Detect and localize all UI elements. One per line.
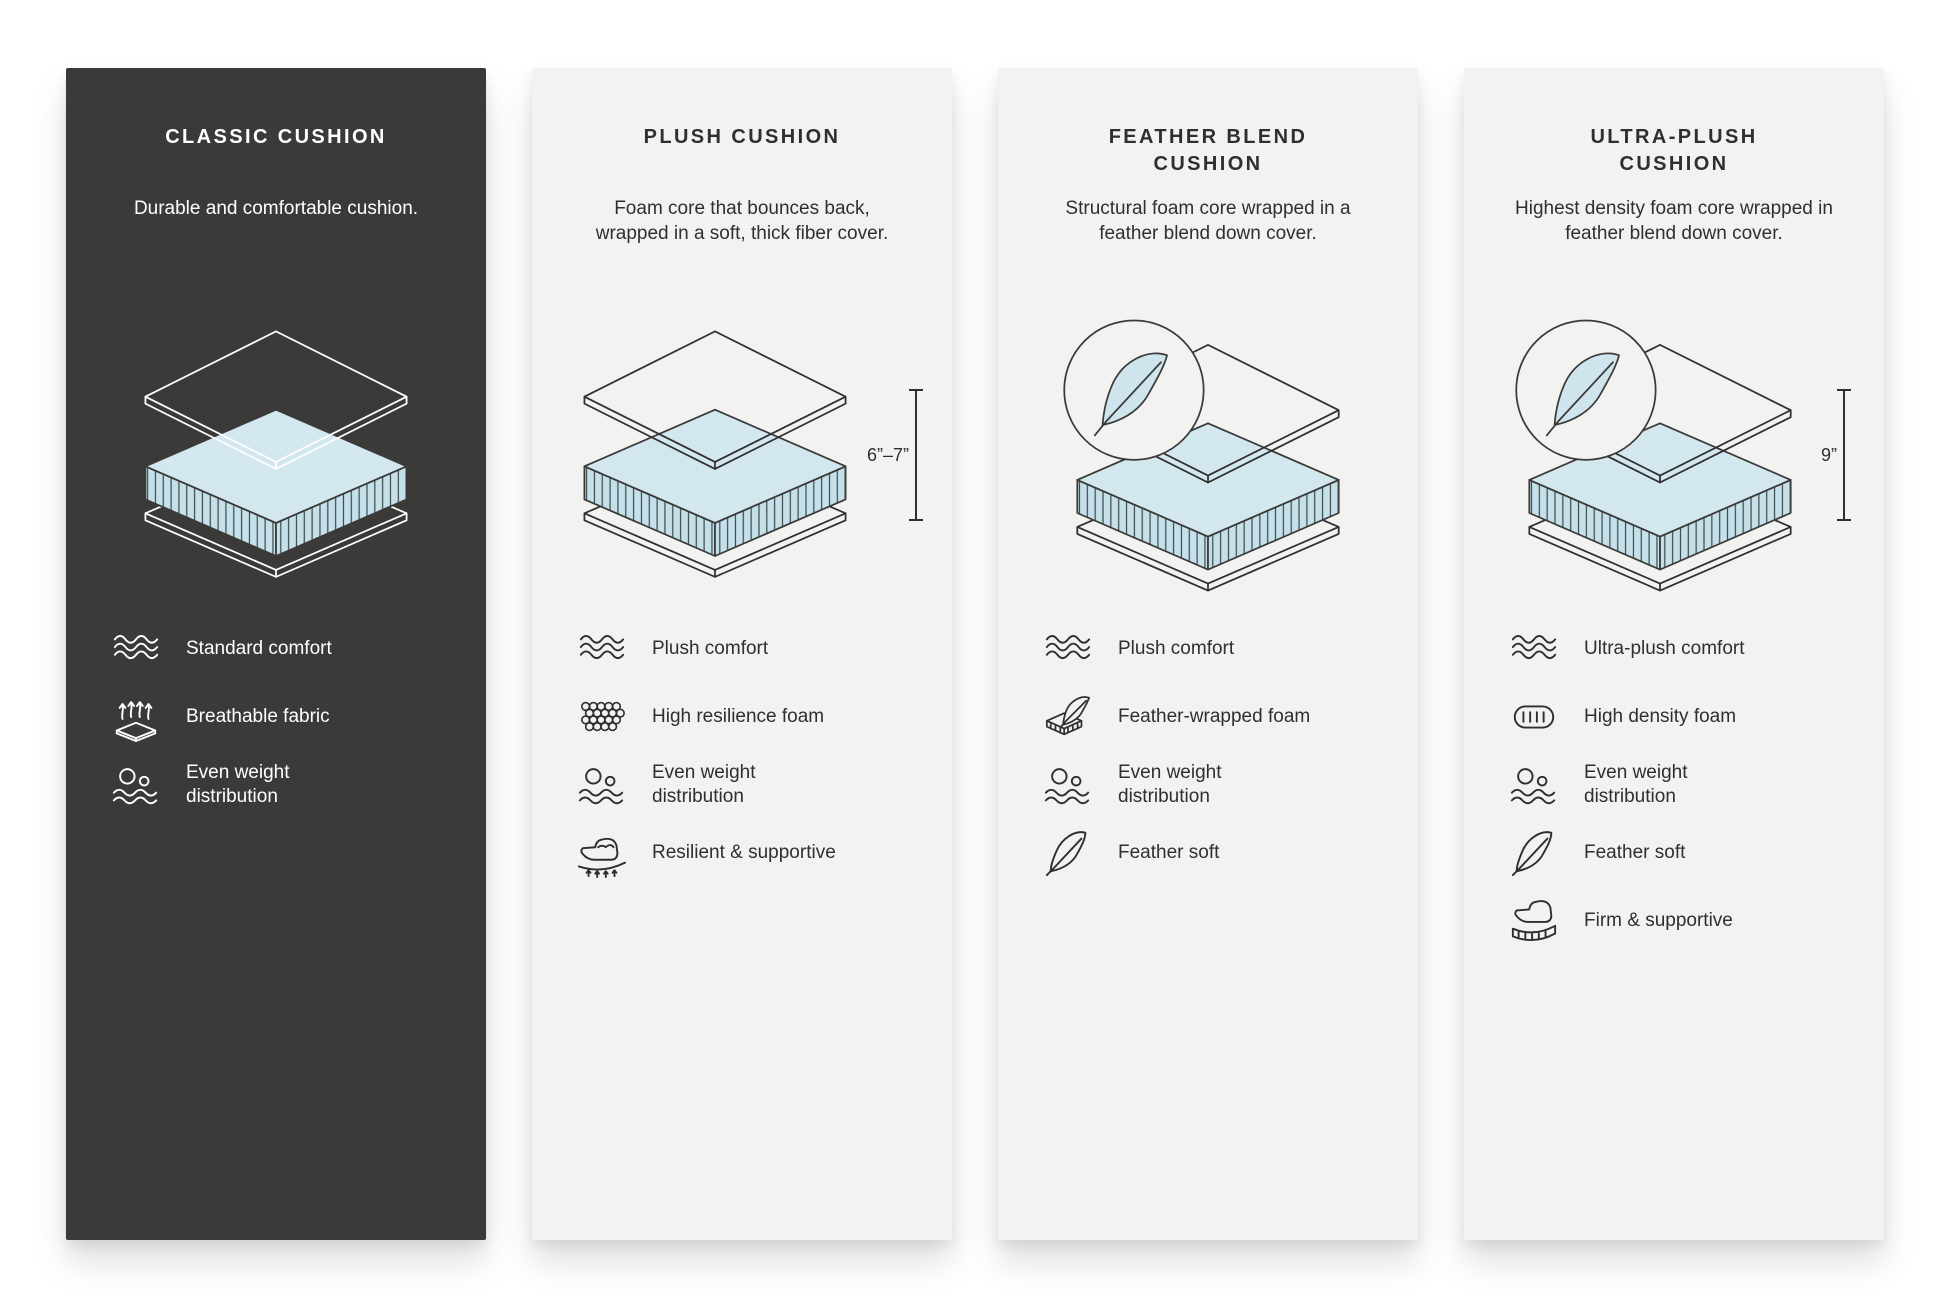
feature-row: High density foam — [1504, 692, 1860, 742]
feature-list: Plush comfort High resilience foam — [556, 616, 928, 896]
comfort-waves-icon — [1038, 624, 1098, 674]
feather-badge — [1515, 319, 1657, 461]
feature-label: Firm & supportive — [1584, 910, 1733, 932]
even-weight-icon — [1504, 760, 1564, 810]
card-title: CLASSIC CUSHION — [165, 126, 387, 148]
diagram-row: 9” — [1488, 294, 1860, 616]
breathable-fabric-icon — [106, 692, 166, 742]
feature-label: Even weight distribution — [652, 762, 756, 807]
measurement-label: 9” — [1820, 444, 1837, 465]
measurement-line — [1837, 389, 1851, 521]
feature-row: High resilience foam — [572, 692, 928, 742]
foam-bubbles-icon — [572, 692, 632, 742]
cushion-layers-diagram — [144, 330, 408, 578]
feature-row: Plush comfort — [1038, 624, 1394, 674]
feature-label: Feather soft — [1584, 842, 1686, 864]
cushion-layers-diagram — [583, 330, 847, 578]
feature-label: Breathable fabric — [186, 706, 330, 728]
feather-badge — [1063, 319, 1205, 461]
hand-firm-icon — [1504, 896, 1564, 946]
comfort-waves-icon — [106, 624, 166, 674]
feature-label: Plush comfort — [652, 638, 769, 660]
feature-row: Plush comfort — [572, 624, 928, 674]
feature-label: Resilient & supportive — [652, 842, 836, 864]
card-title: FEATHER BLEND CUSHION — [1108, 126, 1308, 175]
feature-label: Ultra-plush comfort — [1584, 638, 1745, 660]
foam-core-layer — [144, 408, 408, 557]
diagram-row — [90, 294, 462, 616]
feature-label: Even weight distribution — [1584, 762, 1688, 807]
card-title: PLUSH CUSHION — [643, 126, 841, 148]
diagram-row: 6”–7” — [556, 294, 928, 616]
feature-row: Feather-wrapped foam — [1038, 692, 1394, 742]
cushion-layers-diagram — [1515, 319, 1792, 591]
card-description: Durable and comfortable cushion. — [133, 198, 419, 219]
measurement-line — [909, 389, 924, 521]
height-measurement: 9” — [1820, 389, 1851, 521]
feature-label: Feather soft — [1118, 842, 1220, 864]
comfort-waves-icon — [1504, 624, 1564, 674]
feather-icon — [1504, 828, 1564, 878]
feature-row: Ultra-plush comfort — [1504, 624, 1860, 674]
measurement-label: 6”–7” — [866, 444, 910, 465]
feature-label: High density foam — [1584, 706, 1737, 728]
feature-row: Feather soft — [1504, 828, 1860, 878]
feature-label: Feather-wrapped foam — [1118, 706, 1311, 728]
feature-label: Even weight distribution — [1118, 762, 1222, 807]
feature-row: Breathable fabric — [106, 692, 462, 742]
height-measurement: 6”–7” — [866, 389, 924, 521]
card-title: ULTRA-PLUSH CUSHION — [1590, 126, 1758, 175]
feature-row: Standard comfort — [106, 624, 462, 674]
feature-row: Resilient & supportive — [572, 828, 928, 878]
feature-row: Feather soft — [1038, 828, 1394, 878]
feature-list: Plush comfort Feather-wrapped foam — [1022, 616, 1394, 896]
feature-label: Plush comfort — [1118, 638, 1235, 660]
feature-row: Even weight distribution — [572, 760, 928, 810]
even-weight-icon — [1038, 760, 1098, 810]
foam-coils-icon — [1504, 692, 1564, 742]
feather-icon — [1038, 828, 1098, 878]
card-ultra-plush-cushion: ULTRA-PLUSH CUSHION Highest density foam… — [1464, 68, 1884, 1240]
feature-label: Standard comfort — [186, 638, 332, 660]
card-feather-blend-cushion: FEATHER BLEND CUSHION Structural foam co… — [998, 68, 1418, 1240]
feature-row: Even weight distribution — [1504, 760, 1860, 810]
diagram-row — [1022, 294, 1394, 616]
card-description: Foam core that bounces back, wrapped in … — [595, 198, 889, 245]
comfort-waves-icon — [572, 624, 632, 674]
even-weight-icon — [106, 760, 166, 810]
card-description: Highest density foam core wrapped in fea… — [1515, 198, 1833, 245]
cushion-comparison-board: CLASSIC CUSHION Durable and comfortable … — [66, 68, 1884, 1240]
card-plush-cushion: PLUSH CUSHION Foam core that bounces bac… — [532, 68, 952, 1240]
feather-foam-icon — [1038, 692, 1098, 742]
feature-row: Even weight distribution — [1038, 760, 1394, 810]
card-classic-cushion: CLASSIC CUSHION Durable and comfortable … — [66, 68, 486, 1240]
feature-list: Standard comfort Breathable fabric — [90, 616, 462, 828]
foam-core-layer — [583, 408, 847, 557]
top-layer — [144, 330, 408, 470]
card-description: Structural foam core wrapped in a feathe… — [1065, 198, 1351, 245]
top-layer — [583, 330, 847, 470]
hand-press-icon — [572, 828, 632, 878]
feature-row: Even weight distribution — [106, 760, 462, 810]
feature-label: Even weight distribution — [186, 762, 290, 807]
feature-row: Firm & supportive — [1504, 896, 1860, 946]
feature-label: High resilience foam — [652, 706, 825, 728]
feature-list: Ultra-plush comfort High density foam — [1488, 616, 1860, 964]
cushion-layers-diagram — [1063, 319, 1340, 591]
even-weight-icon — [572, 760, 632, 810]
